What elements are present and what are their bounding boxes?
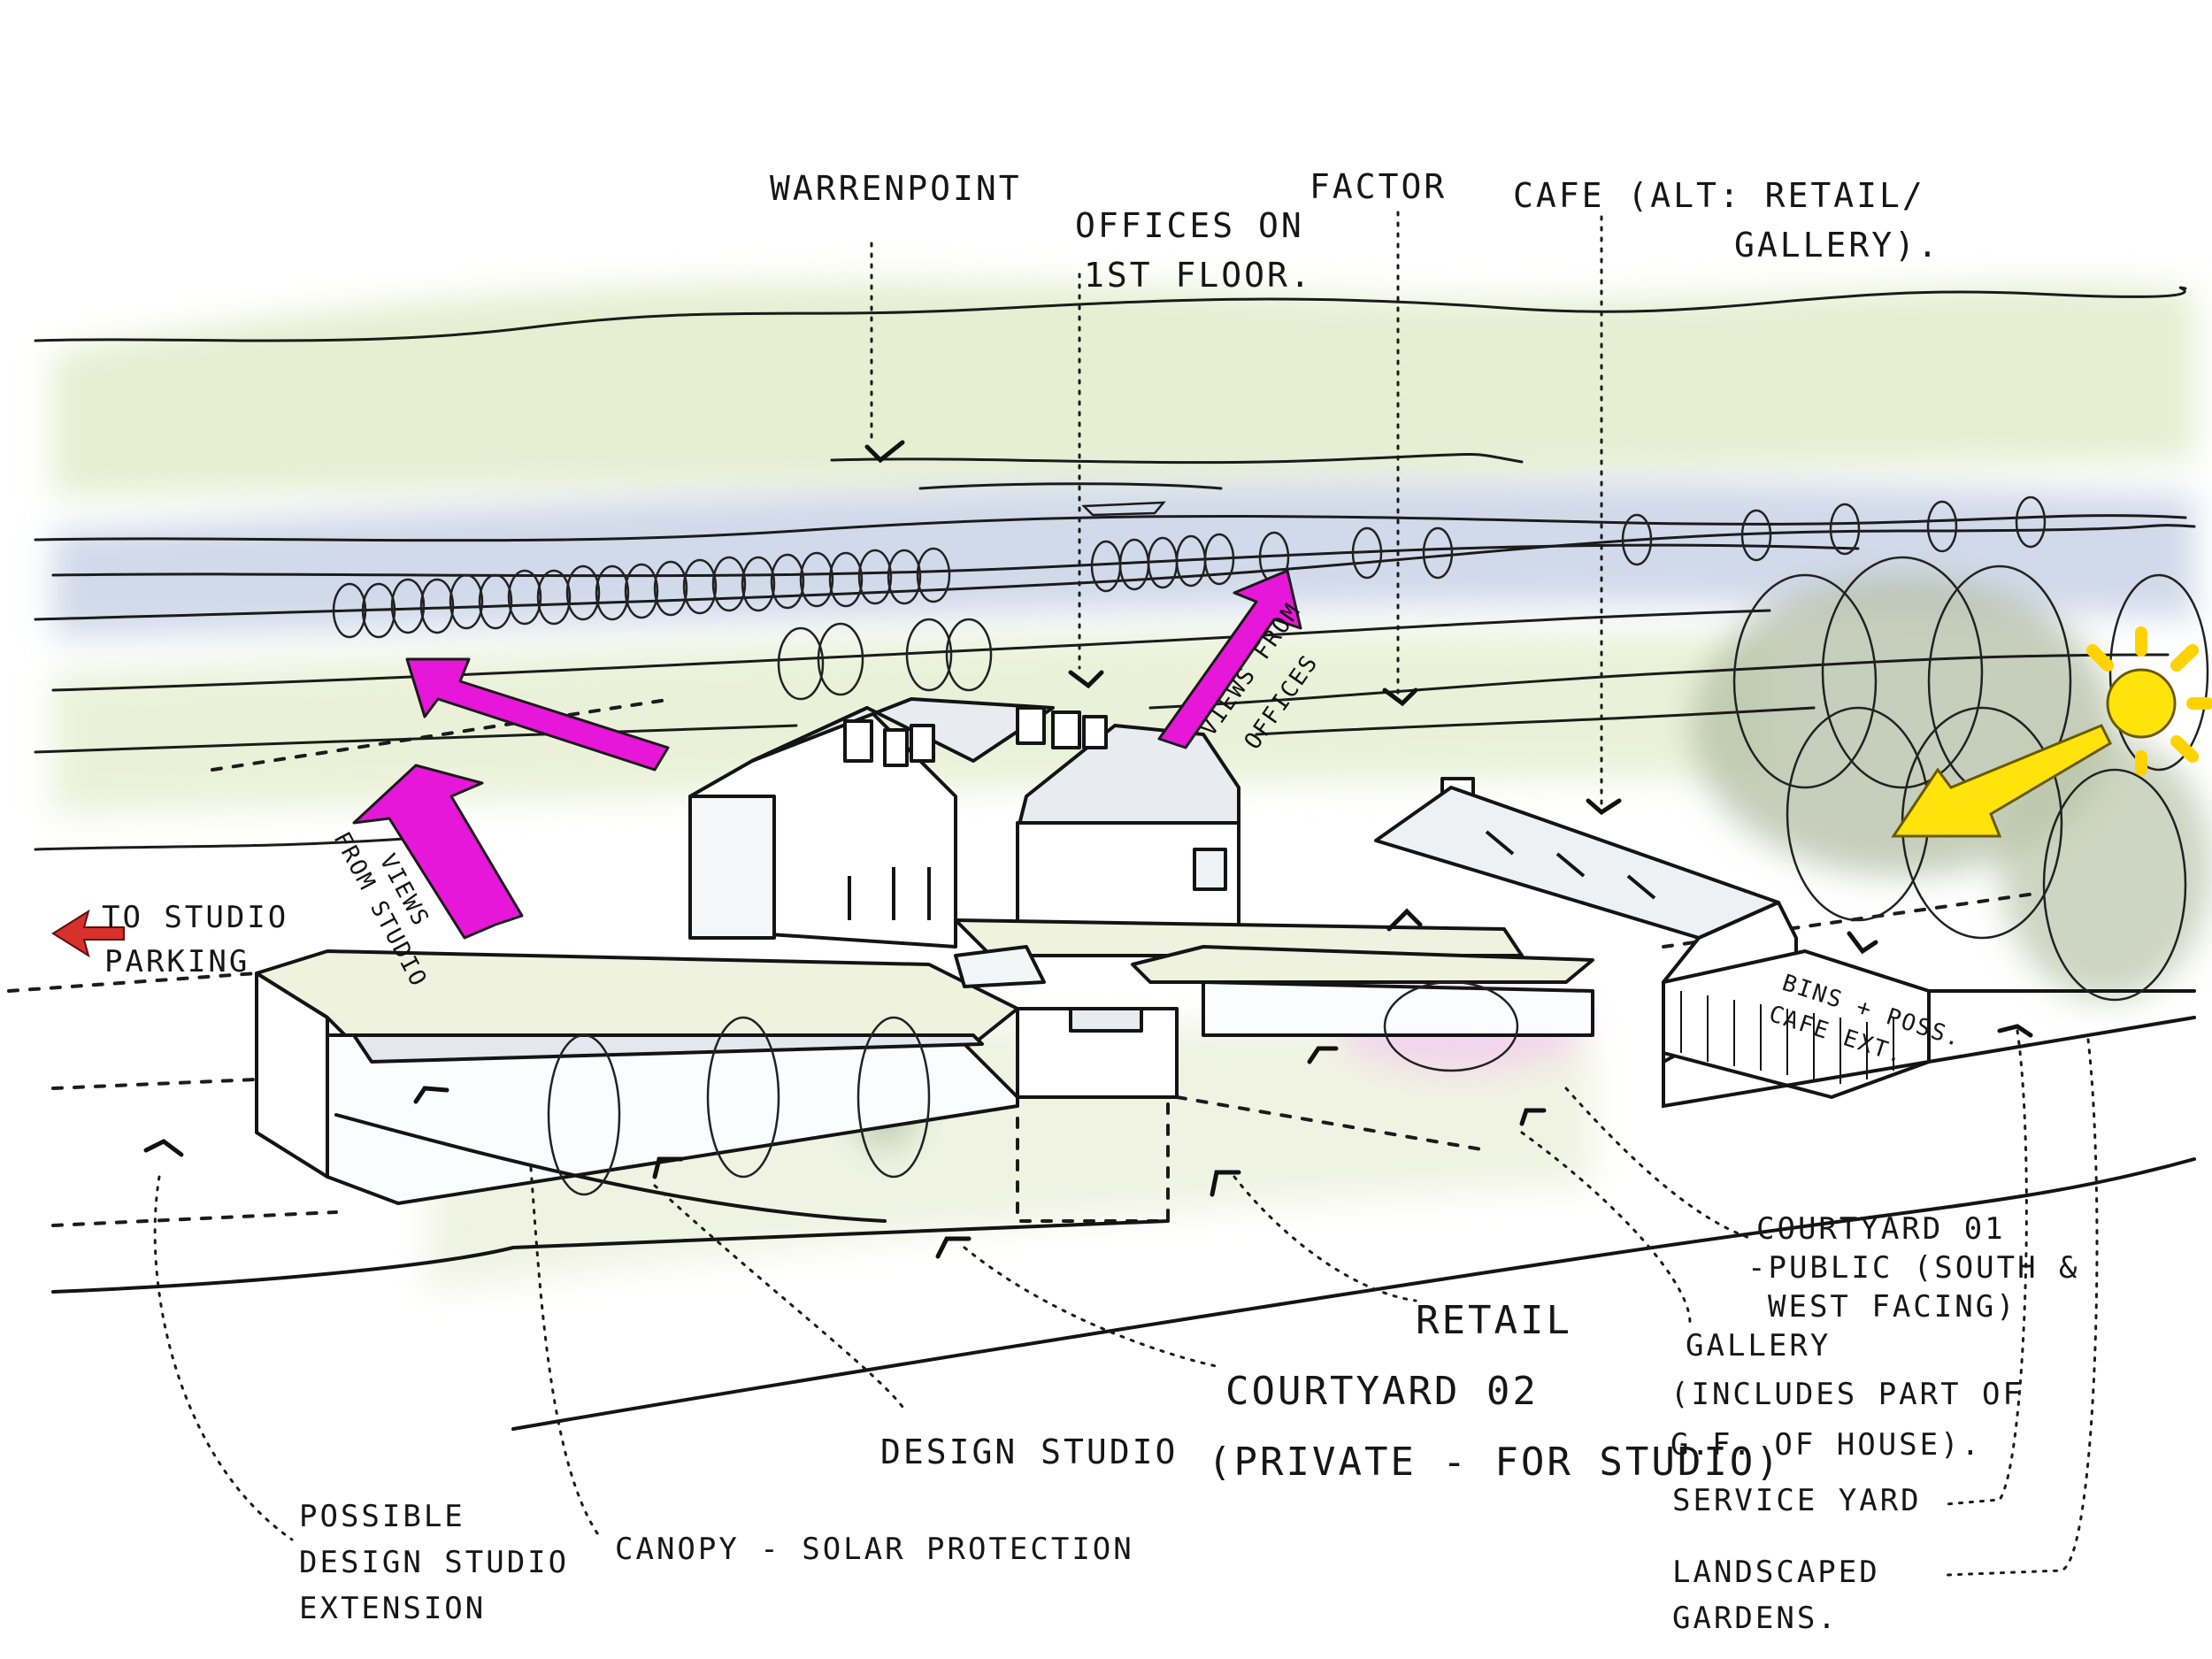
label-offices-line2: 1ST FLOOR. [1084,256,1313,295]
landscape-lines [34,286,2196,851]
label-possible-line1: POSSIBLE [299,1499,465,1534]
label-offices-line1: OFFICES ON [1075,206,1304,245]
label-design-studio: DESIGN STUDIO [880,1432,1179,1471]
arrow-left-icon [51,909,125,958]
label-cafe-line2: GALLERY). [1734,226,1940,265]
view-markers [143,440,2033,1259]
label-canopy: CANOPY - SOLAR PROTECTION [615,1532,1134,1567]
canopy [352,1033,984,1064]
label-possible-line3: EXTENSION [299,1591,487,1626]
label-to-studio-line1: TO STUDIO [102,900,289,935]
label-courtyard01-line1: COURTYARD 01 [1756,1211,2006,1247]
house-roof-left [750,697,1055,763]
label-to-studio-line2: PARKING [104,944,250,979]
view-arrows [352,569,1302,940]
view-arrow-icon [352,764,524,940]
label-gallery-line2: (INCLUDES PART OF [1671,1377,2024,1412]
label-factor: FACTOR [1310,167,1448,206]
view-arrow-icon [405,657,670,772]
label-service-yard: SERVICE YARD [1672,1483,1922,1518]
buildings [255,697,1931,1205]
label-courtyard01-line3: WEST FACING) [1768,1289,2017,1325]
studio-green-roof [255,949,1019,1046]
label-landscaped-line2: GARDENS. [1672,1601,1839,1636]
label-cafe-line1: CAFE (ALT: RETAIL/ [1513,176,1925,215]
label-gallery-line3: G.F. OF HOUSE). [1671,1427,1983,1463]
view-arrow-icon [1157,569,1302,749]
label-courtyard02-line2: (PRIVATE - FOR STUDIO) [1208,1440,1782,1485]
leader-lines [153,211,2099,1577]
label-landscaped-line1: LANDSCAPED [1672,1555,1880,1590]
site-boundary [51,989,2196,1431]
label-gallery-line1: GALLERY [1686,1328,1832,1363]
label-possible-line2: DESIGN STUDIO [299,1545,570,1580]
cafe-barn-roof [1374,786,1780,940]
boat [1081,501,1166,517]
cafe-green-roof [1131,945,1594,984]
label-courtyard01-line2: -PUBLIC (SOUTH & [1747,1250,2080,1286]
sun-icon [1891,626,2212,838]
label-courtyard02-line1: COURTYARD 02 [1225,1369,1539,1414]
label-warrenpoint: WARRENPOINT [770,169,1022,208]
label-retail: RETAIL [1416,1298,1572,1343]
